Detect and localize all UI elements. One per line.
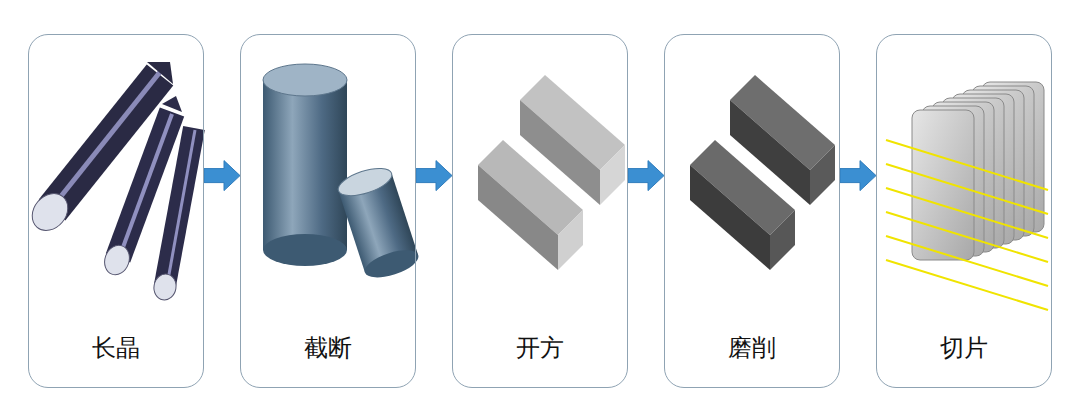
block-end bbox=[810, 145, 835, 205]
rod-highlight bbox=[168, 130, 195, 280]
block-end bbox=[600, 145, 625, 205]
cylinder-bottom bbox=[362, 245, 422, 283]
squared-blocks bbox=[478, 75, 625, 270]
cutting-wire bbox=[886, 260, 1048, 310]
flow-arrow bbox=[416, 161, 452, 191]
block-end bbox=[770, 210, 795, 270]
wafer-stack bbox=[886, 82, 1048, 310]
cutting-wire bbox=[886, 212, 1048, 262]
rod-end bbox=[152, 272, 178, 301]
process-step-box: 截断 bbox=[240, 34, 416, 388]
cylinder-bottom bbox=[263, 234, 347, 266]
process-step-box: 磨削 bbox=[664, 34, 840, 388]
cutting-wire bbox=[886, 140, 1048, 190]
flow-arrow bbox=[840, 161, 876, 191]
process-step-box: 长晶 bbox=[28, 34, 204, 388]
wafer bbox=[912, 110, 974, 260]
cut-cylinders bbox=[263, 64, 422, 283]
step-label: 磨削 bbox=[724, 333, 780, 363]
rod-end bbox=[101, 242, 134, 278]
step-label: 开方 bbox=[512, 333, 568, 363]
rod-tip bbox=[162, 96, 182, 112]
cutting-wire bbox=[886, 164, 1048, 214]
block-end bbox=[558, 210, 583, 270]
crystal-rods bbox=[25, 62, 195, 302]
block-side bbox=[478, 165, 558, 270]
cylinder-top bbox=[335, 163, 395, 201]
step-label: 切片 bbox=[936, 333, 992, 363]
process-step-box: 切片 bbox=[876, 34, 1052, 388]
block-side bbox=[690, 165, 770, 270]
rod bbox=[165, 128, 194, 285]
cylinder-body bbox=[263, 80, 347, 250]
cutting-wire bbox=[886, 188, 1048, 238]
cutting-wire bbox=[886, 236, 1048, 286]
flow-arrow bbox=[204, 161, 240, 191]
rod-end bbox=[25, 186, 75, 237]
flow-arrow bbox=[628, 161, 664, 191]
process-step-box: 开方 bbox=[452, 34, 628, 388]
cylinder-top bbox=[263, 64, 347, 96]
ground-blocks bbox=[690, 75, 835, 270]
rod-tip bbox=[147, 62, 173, 84]
small-cylinder bbox=[335, 163, 422, 283]
step-label: 截断 bbox=[300, 333, 356, 363]
step-label: 长晶 bbox=[88, 333, 144, 363]
